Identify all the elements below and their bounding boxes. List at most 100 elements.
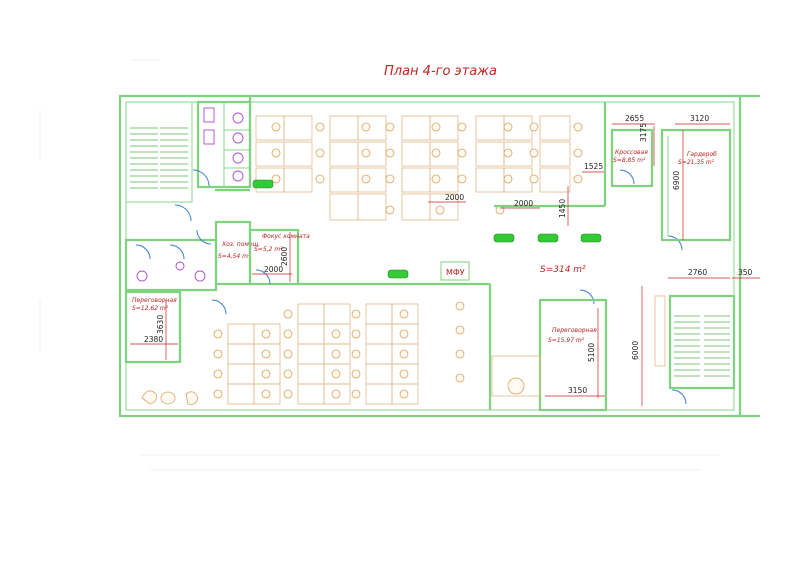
desk bbox=[365, 343, 393, 365]
room-crossover: Кроссовая S=8,85 m² bbox=[610, 128, 654, 188]
stair-right bbox=[654, 294, 736, 390]
desk bbox=[323, 383, 351, 405]
chair bbox=[495, 205, 505, 215]
chair bbox=[261, 389, 271, 399]
room-wardrobe-area: S=21,35 m² bbox=[678, 159, 715, 166]
desk bbox=[227, 383, 255, 405]
mfu-device: МФУ bbox=[440, 261, 470, 281]
chair bbox=[385, 122, 395, 132]
chair bbox=[457, 122, 467, 132]
chair bbox=[283, 389, 293, 399]
room-meeting-left: Переговорная S=12,62 m² bbox=[124, 290, 182, 364]
chair bbox=[261, 369, 271, 379]
desk bbox=[329, 115, 359, 141]
dim-6000: 6000 bbox=[631, 341, 640, 360]
chair bbox=[213, 329, 223, 339]
chair bbox=[457, 148, 467, 158]
chair bbox=[385, 148, 395, 158]
dim-3150: 3150 bbox=[568, 386, 587, 395]
chair bbox=[457, 174, 467, 184]
room-meeting-right-name: Переговорная bbox=[552, 327, 597, 334]
chair bbox=[351, 329, 361, 339]
chair bbox=[361, 174, 371, 184]
desk bbox=[297, 343, 325, 365]
chair bbox=[271, 148, 281, 158]
chair bbox=[213, 389, 223, 399]
chair bbox=[399, 389, 409, 399]
chair bbox=[455, 301, 465, 311]
chair bbox=[283, 309, 293, 319]
chair bbox=[283, 349, 293, 359]
chair bbox=[351, 349, 361, 359]
dim-1525: 1525 bbox=[584, 162, 603, 171]
dimensions: 2655 3120 3175 1525 6900 2000 2000 1450 … bbox=[130, 114, 760, 406]
desk bbox=[401, 167, 431, 193]
wc-lower bbox=[124, 238, 218, 292]
chair bbox=[503, 122, 513, 132]
dim-5100: 5100 bbox=[587, 343, 596, 362]
dim-3120: 3120 bbox=[690, 114, 709, 123]
desk bbox=[283, 167, 313, 193]
stair-left bbox=[125, 101, 193, 203]
room-storage-name: Хоз. помещ. bbox=[221, 241, 260, 248]
dim-2760: 2760 bbox=[688, 268, 707, 277]
desk bbox=[365, 383, 393, 405]
desk bbox=[283, 115, 313, 141]
chair bbox=[431, 174, 441, 184]
chair bbox=[213, 349, 223, 359]
dim-3630: 3630 bbox=[156, 315, 165, 334]
chair bbox=[573, 148, 583, 158]
room-focus-area: S=5,2 m² bbox=[254, 246, 283, 253]
chair bbox=[331, 369, 341, 379]
chair bbox=[385, 205, 395, 215]
desk bbox=[365, 323, 393, 345]
chair bbox=[435, 205, 445, 215]
chair bbox=[261, 349, 271, 359]
room-meeting-right: Переговорная S=15,97 m² bbox=[491, 298, 608, 412]
office-bottom bbox=[213, 301, 465, 405]
desk bbox=[365, 363, 393, 385]
room-storage: Хоз. помещ. S=4,54 m² bbox=[214, 220, 260, 286]
desk bbox=[539, 141, 571, 167]
total-area: S=314 m² bbox=[540, 265, 586, 275]
desk bbox=[391, 383, 419, 405]
desk bbox=[227, 363, 255, 385]
chair bbox=[455, 325, 465, 335]
chair bbox=[455, 349, 465, 359]
chair bbox=[283, 369, 293, 379]
chair bbox=[351, 309, 361, 319]
plants bbox=[252, 179, 602, 279]
desk bbox=[329, 167, 359, 193]
desk bbox=[323, 303, 351, 325]
chair bbox=[503, 174, 513, 184]
desk bbox=[391, 303, 419, 325]
desk bbox=[475, 115, 505, 141]
desk bbox=[401, 193, 431, 221]
lounge-chairs bbox=[141, 390, 199, 405]
mfu-label: МФУ bbox=[446, 268, 465, 277]
desk bbox=[297, 323, 325, 345]
chair bbox=[503, 148, 513, 158]
desk bbox=[539, 115, 571, 141]
chair bbox=[529, 148, 539, 158]
inner-partitions bbox=[174, 96, 687, 410]
chair bbox=[399, 329, 409, 339]
room-wardrobe-name: Гардероб bbox=[687, 151, 717, 158]
desk bbox=[227, 323, 255, 345]
chair bbox=[271, 174, 281, 184]
room-focus-name: Фокус комната bbox=[262, 233, 310, 240]
dim-2380: 2380 bbox=[144, 335, 163, 344]
dim-2000-a: 2000 bbox=[445, 193, 464, 202]
chair bbox=[315, 122, 325, 132]
desk bbox=[297, 383, 325, 405]
chair bbox=[431, 122, 441, 132]
desk bbox=[401, 141, 431, 167]
chair bbox=[261, 329, 271, 339]
desk bbox=[329, 141, 359, 167]
desk bbox=[539, 167, 571, 193]
chair bbox=[315, 148, 325, 158]
room-meeting-left-area: S=12,62 m² bbox=[132, 305, 169, 312]
chair bbox=[455, 373, 465, 383]
chair bbox=[283, 329, 293, 339]
dim-2000-focus: 2000 bbox=[264, 265, 283, 274]
